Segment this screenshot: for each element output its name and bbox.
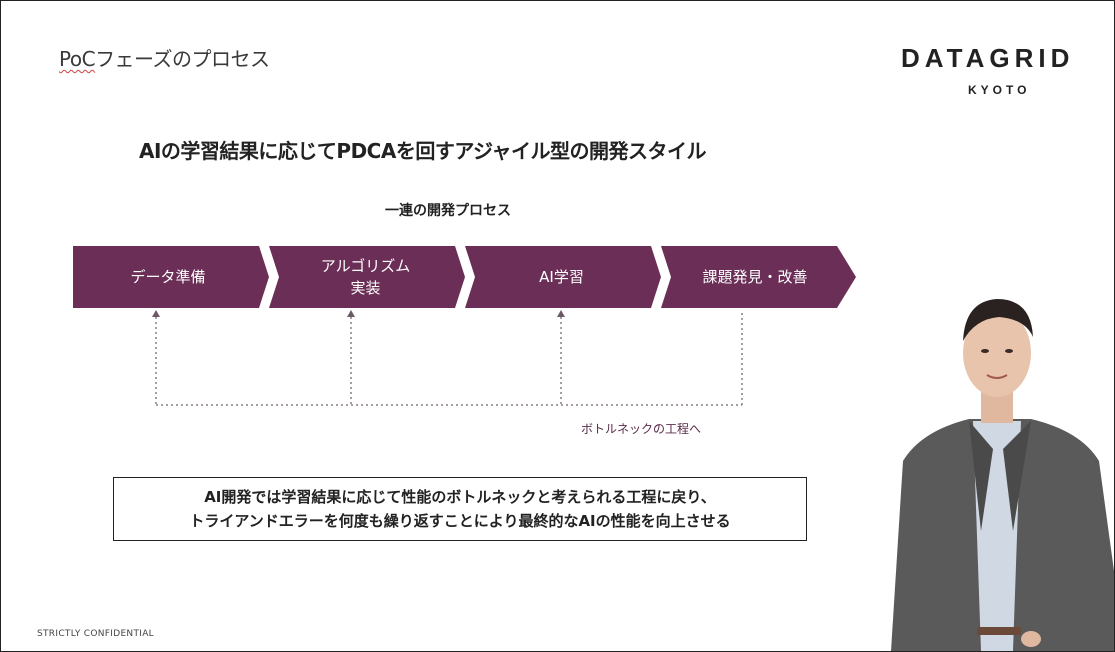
note-line-1: AI開発では学習結果に応じて性能のボトルネックと考えられる工程に戻り、	[204, 488, 716, 506]
slide-title-rest: フェーズのプロセス	[95, 47, 270, 71]
step-arrow-4	[661, 246, 856, 308]
slide-title-poc: PoC	[59, 47, 96, 71]
step-label-algorithm-line2: 実装	[350, 279, 381, 297]
step-label-algorithm: アルゴリズム 実装	[283, 246, 448, 308]
feedback-loop	[155, 313, 743, 406]
slide-title: PoCフェーズのプロセス	[59, 43, 270, 72]
step-arrow-2	[269, 246, 465, 308]
step-label-data-prep: データ準備	[130, 268, 206, 286]
process-label: 一連の開発プロセス	[385, 203, 511, 219]
feedback-arrowheads	[152, 310, 565, 317]
note-line-2: トライアンドエラーを何度も繰り返すことにより最終的なAIの性能を向上させる	[189, 512, 731, 530]
summary-note-box: AI開発では学習結果に応じて性能のボトルネックと考えられる工程に戻り、 トライア…	[113, 477, 807, 541]
confidential-footer: STRICTLY CONFIDENTIAL	[37, 629, 154, 639]
logo-kyoto: KYOTO	[968, 83, 1031, 97]
step-arrow-1	[73, 246, 269, 308]
feedback-label: ボトルネックの工程へ	[581, 422, 702, 436]
logo-datagrid: DATAGRID	[901, 43, 1075, 73]
step-label-algorithm-line1: アルゴリズム	[320, 257, 411, 275]
step-label-improvement: 課題発見・改善	[702, 268, 808, 286]
step-label-ai-training: AI学習	[539, 268, 584, 286]
presenter-video	[881, 271, 1114, 651]
headline: AIの学習結果に応じてPDCAを回すアジャイル型の開発スタイル	[139, 139, 707, 163]
step-arrow-3	[465, 246, 661, 308]
